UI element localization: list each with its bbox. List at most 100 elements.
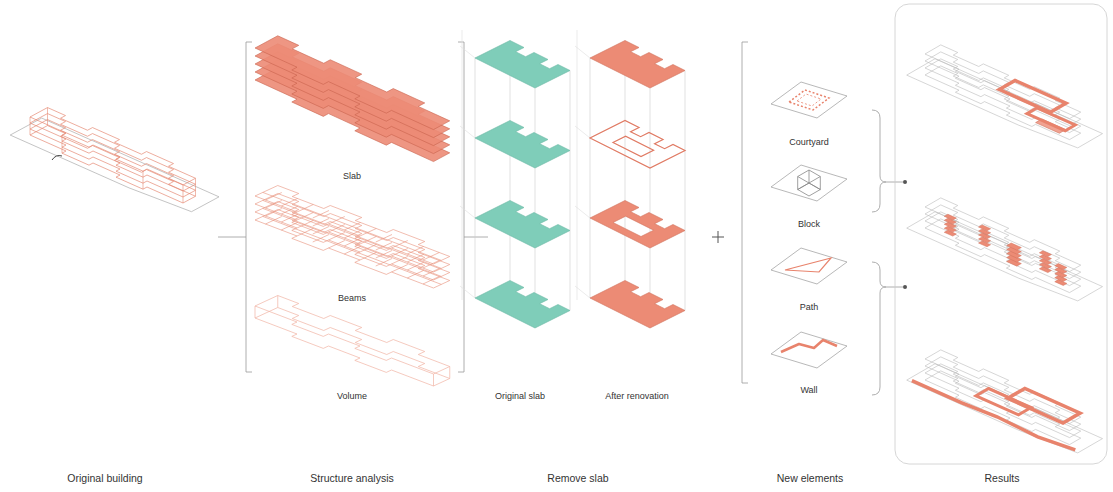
slab-stack [250,36,456,133]
original-slab-column [475,41,570,329]
original-building [10,108,219,214]
result-path-wall [976,389,1031,415]
renovated-slab-column [590,201,685,249]
beam-frame [255,189,450,265]
element-plane [771,82,847,118]
beam-frame [255,197,450,273]
element-label: Courtyard [787,137,831,148]
result-path-wall [912,379,1075,453]
stage-title: Results [982,472,1021,485]
volume-outline [250,296,456,377]
original-building [10,118,219,214]
result-courtyard [999,80,1066,112]
part-label: Original slab [493,391,547,402]
result-path-wall [907,364,1103,455]
original-slab-column [475,281,570,329]
original-building [26,108,201,188]
courtyard-icon [789,90,829,110]
beam-frame [255,205,450,281]
result-blocks [943,211,1073,286]
renovated-slab-column [590,121,685,169]
result-blocks [943,223,1073,282]
result-blocks [921,205,1085,281]
brace-connector [886,182,903,183]
bracket-lines [246,42,252,372]
result-blocks [921,212,1085,288]
renovated-slab-column [590,41,685,89]
result-courtyard [907,59,1103,150]
result-blocks [943,227,1073,286]
element-plane [771,165,847,201]
result-blocks [907,198,1103,303]
part-label: Beams [336,293,368,304]
beam-frame [250,186,456,291]
renovated-slab-column [575,30,685,328]
bracket-lines [464,237,488,238]
original-slab-column [475,121,570,169]
plus-sign [712,231,724,243]
result-blocks [907,212,1103,303]
element-plane [771,82,847,368]
element-plane [771,248,847,284]
element-plane [771,332,847,368]
original-building [30,108,196,203]
original-slab-column [475,41,570,89]
original-slab-column [475,41,570,329]
bracket-lines [218,237,246,238]
courtyard-icon [797,94,821,106]
renovated-slab-column [590,41,685,329]
part-label: After renovation [603,391,671,402]
result-blocks [921,198,1085,274]
part-label: Slab [341,171,363,182]
result-path-wall [907,350,1103,455]
stage-title: New elements [775,472,846,485]
result-blocks [943,215,1073,274]
result-courtyard [921,45,1085,121]
result-courtyard [999,80,1066,112]
element-label: Wall [798,385,819,396]
part-label: Volume [335,391,369,402]
element-label: Path [798,302,821,313]
volume-outline [255,296,450,387]
connector-dot [903,180,907,289]
courtyard-icon [789,90,829,110]
result-path-wall [912,379,1075,453]
stage-title: Original building [65,472,144,485]
block-icon [798,170,821,190]
renovated-slab-column [575,30,590,300]
result-blocks [943,219,1073,278]
result-path-wall [1008,388,1080,423]
original-slab-column [460,30,570,328]
results-panel [895,4,1107,464]
volume-outline [250,296,456,389]
stage-title: Structure analysis [308,472,395,485]
connector-dot [903,285,907,289]
original-slab-column [475,201,570,249]
beam-frame [255,213,450,289]
result-path-wall [921,350,1085,426]
block-icon [798,170,821,196]
brace-connector [872,262,886,395]
slab-stack [250,36,456,165]
block-icon [798,170,821,196]
wall-icon [781,340,837,352]
bracket-lines [742,42,748,383]
beam-frame [250,186,456,267]
brace-connector [872,110,886,212]
result-path-wall [976,389,1031,415]
connector-dot [903,180,907,184]
renovated-slab-column [590,281,685,329]
original-building [52,156,62,161]
stage-title: Remove slab [545,472,610,485]
result-courtyard [907,45,1103,150]
volume-outline [250,308,456,389]
result-path-wall [1008,388,1080,423]
path-icon [785,258,831,272]
brace-connector [872,110,903,395]
element-label: Block [796,219,822,230]
original-slab-column [460,30,475,300]
result-blocks [943,211,1073,270]
